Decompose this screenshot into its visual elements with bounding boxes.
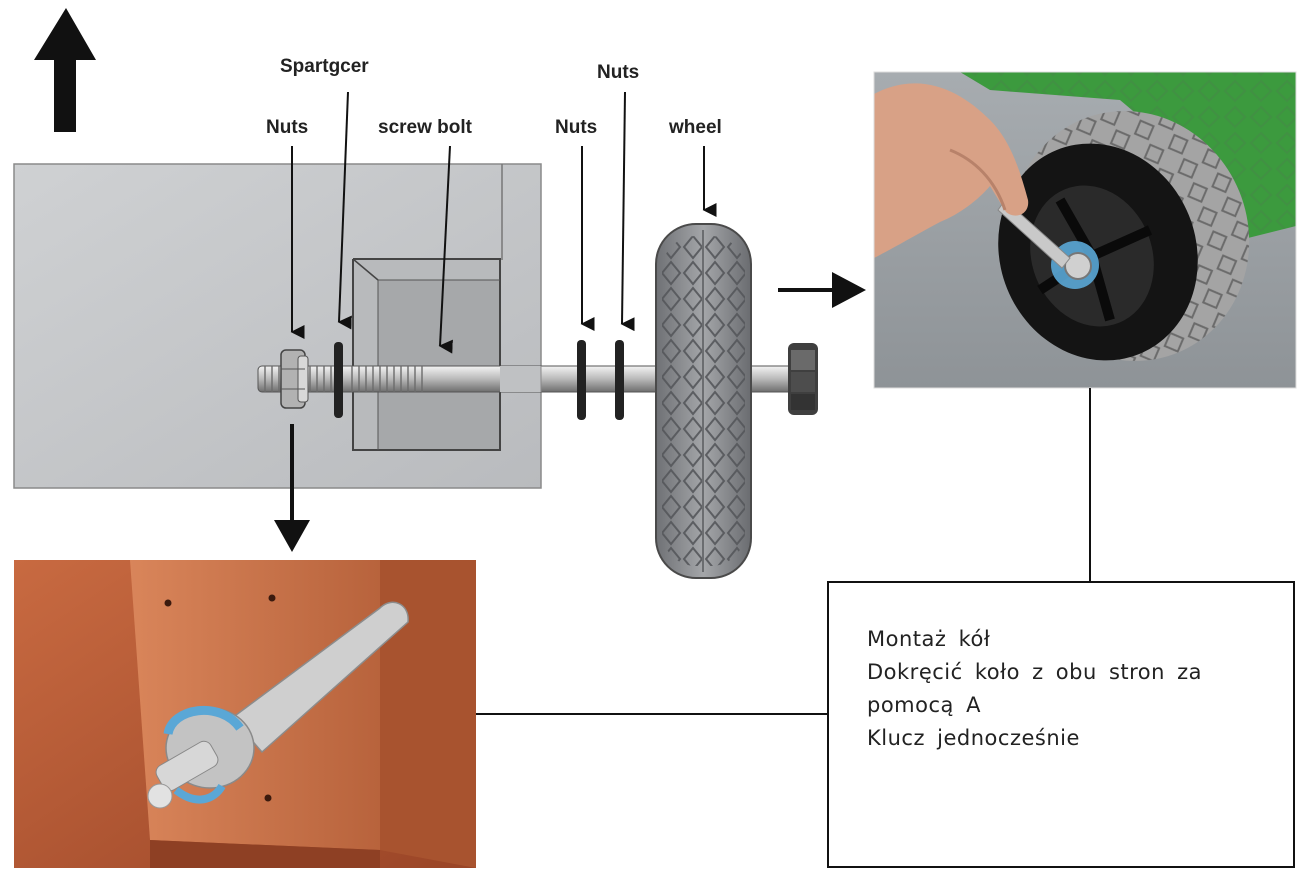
label-nuts-left: Nuts: [266, 117, 308, 138]
label-nuts-top: Nuts: [597, 62, 639, 83]
connector-lines: [476, 388, 1091, 715]
spacer-washer: [334, 342, 343, 418]
note-line-1: Montaż kół: [867, 627, 991, 651]
instruction-note: Montaż kół Dokręcić koło z obu stron za …: [827, 581, 1295, 868]
photo-wrench-wood: [14, 560, 476, 868]
label-nuts-mid: Nuts: [555, 117, 597, 138]
label-wheel: wheel: [668, 117, 722, 138]
label-screw-bolt: screw bolt: [378, 117, 473, 138]
right-arrow-icon: [778, 272, 866, 308]
label-spacer: Spartgcer: [280, 56, 369, 77]
note-line-4: Klucz jednocześnie: [867, 726, 1080, 750]
up-arrow-icon: [34, 8, 96, 132]
nut-washer-a: [577, 340, 586, 420]
note-line-2: Dokręcić koło z obu stron za: [867, 660, 1203, 684]
photo-wheel-tightening: [873, 71, 1297, 389]
down-arrow-icon: [274, 424, 310, 552]
note-line-3: pomocą A: [867, 693, 981, 717]
callout-pointers: [290, 91, 717, 354]
nut-washer-b: [615, 340, 624, 420]
left-nut: [280, 349, 309, 409]
wheel: [655, 223, 752, 579]
mounting-panel: [13, 163, 542, 489]
